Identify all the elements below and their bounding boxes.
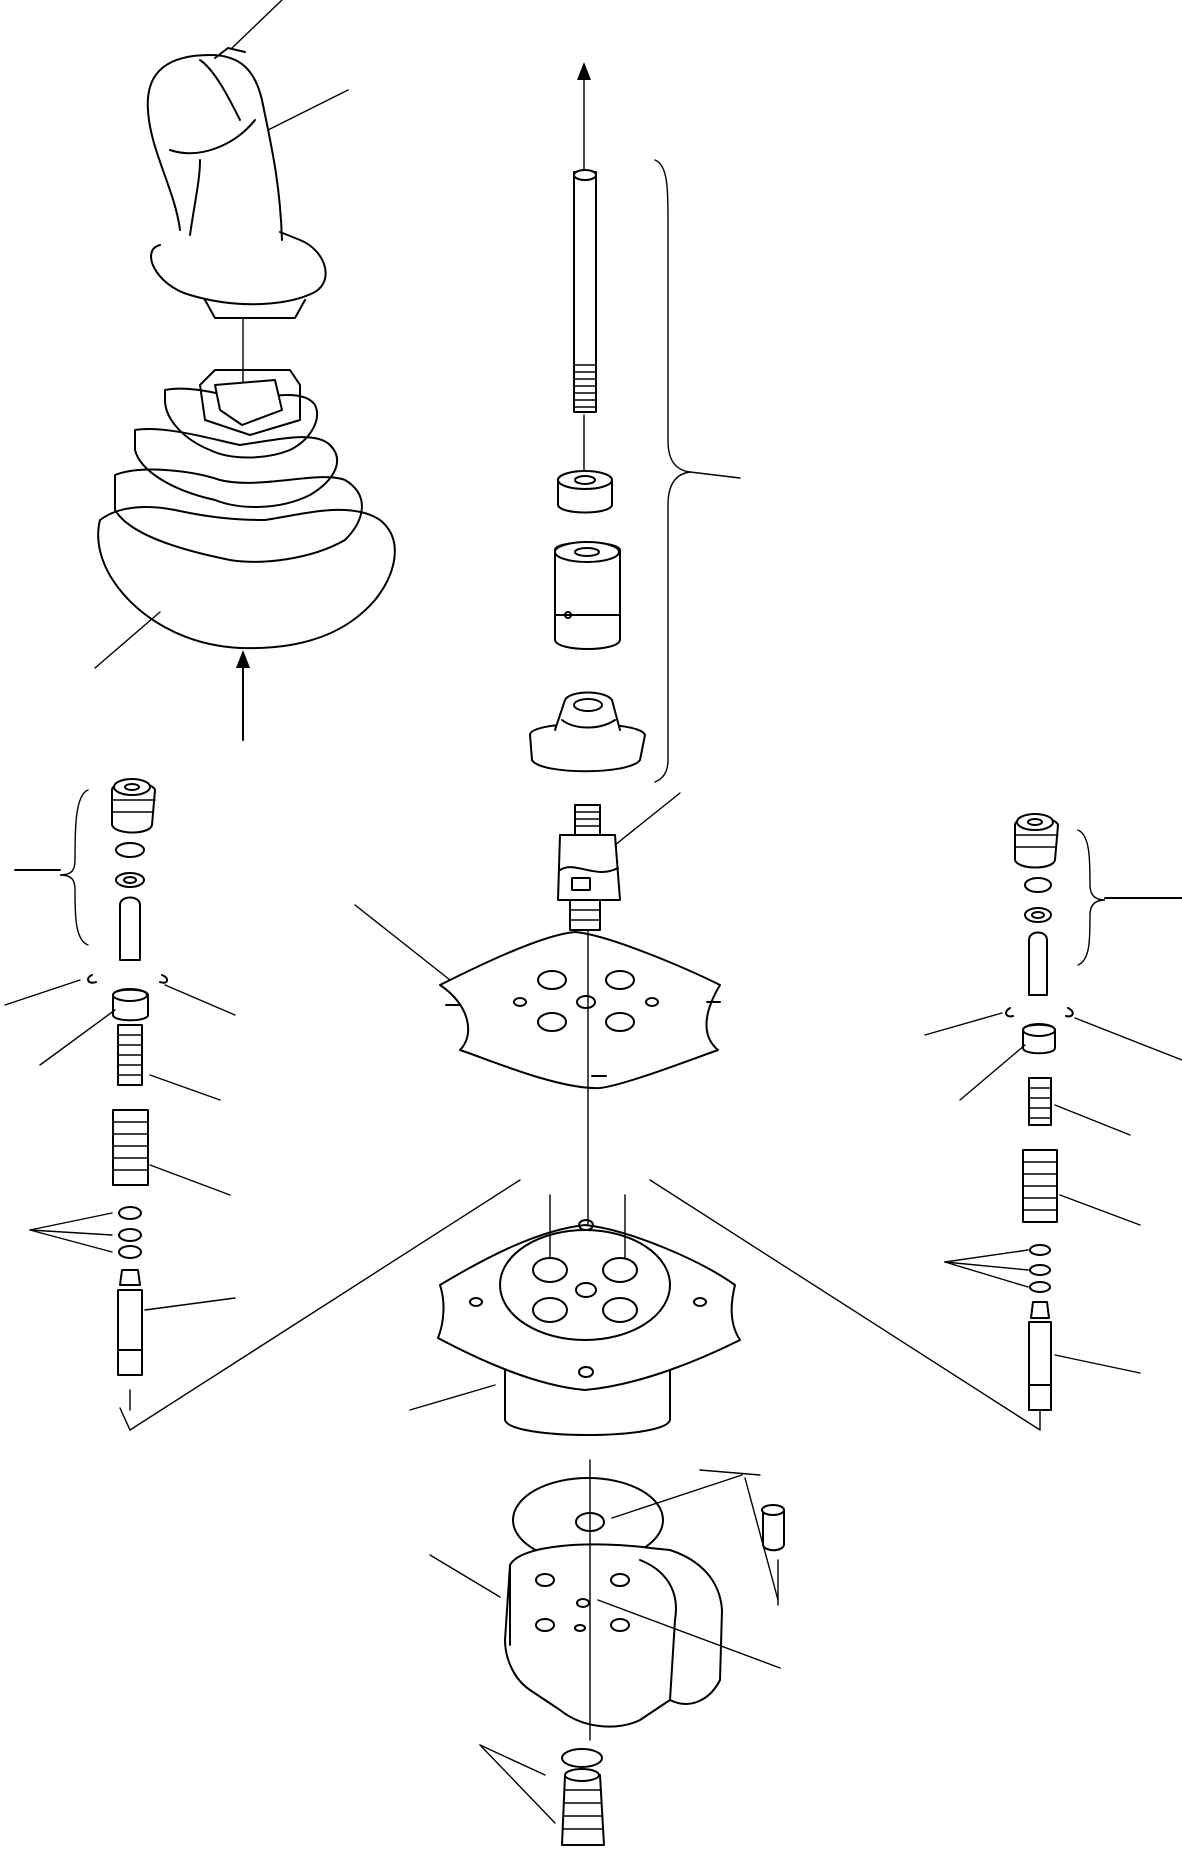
center-rod-assembly: [529, 62, 741, 783]
bottom-fitting: [479, 1744, 605, 1846]
plug: [744, 1477, 785, 1606]
joystick-handle: [146, 0, 349, 401]
plate: [354, 904, 721, 1251]
right-plunger-stack: [924, 813, 1182, 1431]
rubber-boot: [94, 369, 396, 741]
left-plunger-stack: [4, 778, 236, 1431]
flange-housing: [129, 1179, 1041, 1436]
valve-body: [429, 1459, 781, 1741]
universal-joint: [557, 792, 681, 931]
